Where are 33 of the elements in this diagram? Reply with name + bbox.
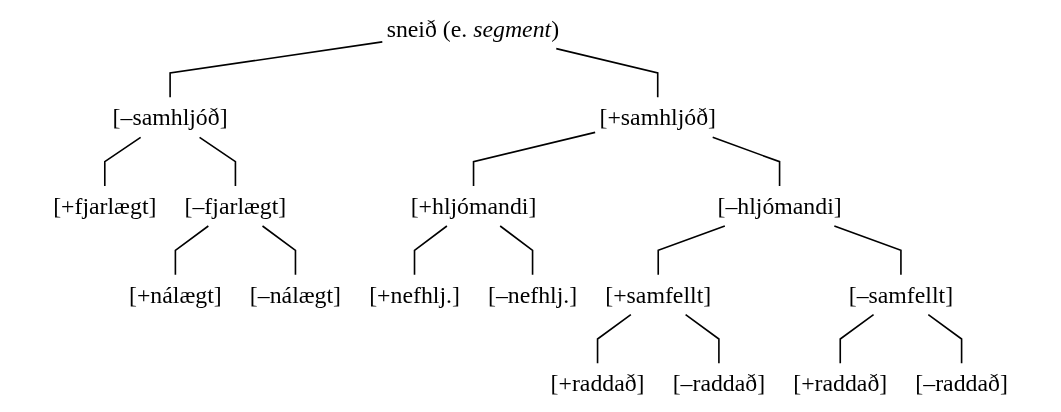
connector — [413, 225, 448, 276]
node-text: [–samhljóð] — [112, 103, 228, 131]
node-text: [+nálægt] — [129, 281, 222, 309]
connector — [711, 136, 781, 187]
node-text: [–nálægt] — [249, 281, 342, 309]
connector — [499, 225, 534, 276]
node-text: [–raddað] — [915, 369, 1008, 397]
connector — [839, 313, 875, 365]
connector — [198, 136, 237, 187]
connector — [596, 313, 632, 365]
node-text: [–raddað] — [672, 369, 766, 397]
connector — [927, 313, 963, 365]
node-text: [+samfellt] — [605, 281, 712, 309]
node-text: [–nefhlj.] — [487, 281, 578, 309]
connector — [684, 313, 720, 365]
node-text: sneið (e. segment) — [386, 15, 560, 43]
node-text: [+raddað] — [550, 369, 645, 397]
connector — [104, 136, 142, 187]
node-text: [+samhljóð] — [599, 103, 716, 131]
node-text: [–fjarlægt] — [184, 192, 287, 220]
connector — [555, 47, 659, 99]
node-text: [+raddað] — [793, 369, 888, 397]
connector — [472, 131, 596, 187]
connector — [174, 225, 210, 276]
connector — [261, 225, 297, 276]
node-text: [+nefhlj.] — [369, 281, 460, 309]
node-text: [+hljómandi] — [410, 192, 537, 220]
node-text: [–hljómandi] — [717, 192, 842, 220]
node-text: [+fjarlægt] — [53, 192, 157, 220]
connector — [833, 225, 902, 276]
connector — [657, 225, 726, 276]
node-text: [–samfellt] — [848, 281, 954, 309]
connector — [169, 41, 384, 99]
